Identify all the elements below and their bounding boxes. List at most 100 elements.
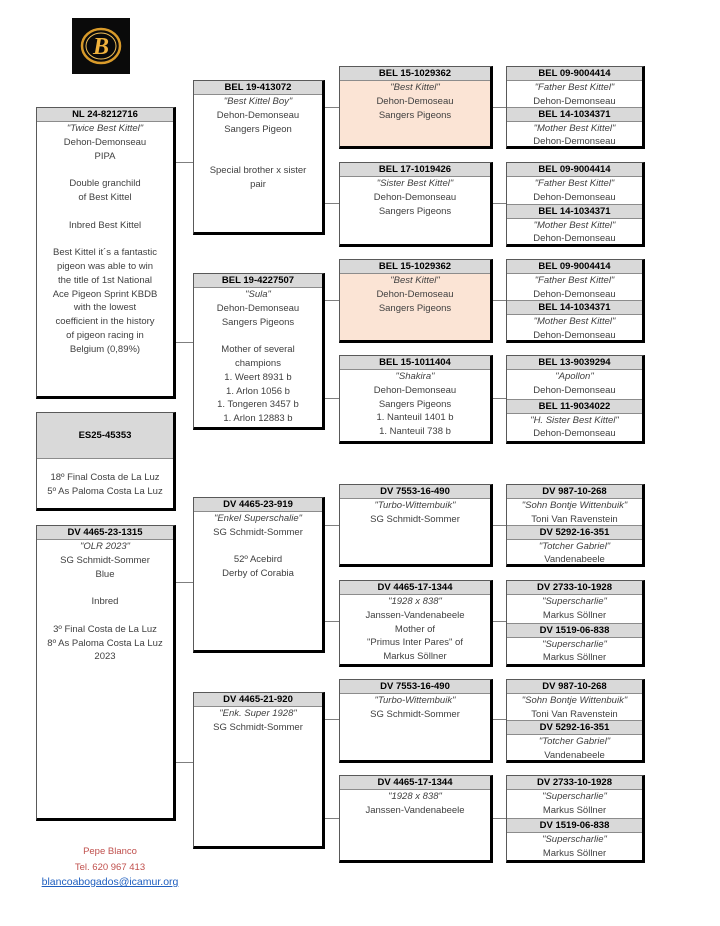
grandparent-card[interactable]: DV 7553-16-490"Turbo-Wittembuik"SG Schmi… [339,679,493,763]
pigeon-detail: Janssen-Vandenabeele [365,609,465,621]
pigeon-detail: SG Schmidt-Sommer [213,526,303,538]
ring-number: BEL 15-1011404 [340,356,490,370]
great-grandparent-card[interactable]: BEL 09-9004414"Father Best Kittel"Dehon-… [506,259,645,343]
pigeon-detail: 1. Arlon 12883 b [223,413,293,425]
pigeon-detail [37,163,173,177]
pigeon-detail [194,136,322,150]
pigeon-detail: Sangers Pigeon [224,123,292,135]
pigeon-detail: Mother of [394,623,436,635]
connector-line [173,342,193,343]
great-grandparent-card[interactable]: BEL 09-9004414"Father Best Kittel"Dehon-… [506,66,645,149]
pigeon-detail: Sangers Pigeons [378,109,452,121]
pigeon-detail [194,150,322,164]
pigeon-name: "Shakira" [395,371,435,382]
ring-number: BEL 17-1019426 [340,163,490,177]
pigeon-detail: 1. Nanteuil 1401 b [376,412,454,424]
ring-number: DV 2733-10-1928 [507,581,642,595]
pigeon-detail: 1. Weert 8931 b [224,371,292,383]
ring-number: DV 7553-16-490 [340,485,490,499]
pigeon-detail: Ace Pigeon Sprint KBDB [52,288,158,300]
pigeon-name: "Sohn Bontje Wittenbuik" [521,695,628,706]
ring-number: BEL 14-1034371 [507,203,642,219]
parent-card[interactable]: DV 4465-23-919"Enkel Superschalie"SG Sch… [193,497,325,653]
pigeon-name: "Enkel Superschalie" [213,513,303,524]
ring-number: DV 5292-16-351 [507,720,642,735]
pigeon-detail: SG Schmidt-Sommer [213,721,303,733]
ring-number: DV 987-10-268 [507,680,642,694]
great-grandparent-entry: DV 1519-06-838"Superscharlie"Markus Söll… [507,622,642,665]
pigeon-detail: Markus Söllner [542,804,607,816]
pigeon-name: "Father Best Kittel" [534,178,615,189]
pigeon-detail: Dehon-Demonseau [533,384,616,396]
grandparent-card[interactable]: BEL 17-1019426"Sister Best Kittel"Dehon-… [339,162,493,247]
pigeon-name: "Superscharlie" [542,596,607,607]
ring-number: DV 2733-10-1928 [507,776,642,790]
pigeon-detail: Dehon-Demonseau [533,95,616,107]
pigeon-detail: Derby of Corabia [222,568,294,580]
pigeon-detail: coefficient in the history [55,316,155,328]
pigeon-detail: 1. Nanteuil 738 b [379,426,451,438]
pigeon-detail: Markus Söllner [383,651,447,663]
dam-pigeon-card[interactable]: DV 4465-23-1315"OLR 2023"SG Schmidt-Somm… [36,525,176,821]
ring-number: DV 4465-21-920 [194,693,322,707]
ring-number: BEL 15-1029362 [340,67,490,81]
pigeon-detail [194,540,322,554]
grandparent-card[interactable]: DV 7553-16-490"Turbo-Wittembuik"SG Schmi… [339,484,493,567]
pigeon-detail: Inbred [91,596,119,608]
great-grandparent-card[interactable]: DV 2733-10-1928"Superscharlie"Markus Söl… [506,580,645,667]
pigeon-detail: Dehon-Demonseau [216,109,300,121]
pigeon-detail: 52º Acebird [233,554,283,566]
great-grandparent-entry: DV 2733-10-1928"Superscharlie"Markus Söl… [507,776,642,818]
parent-card[interactable]: DV 4465-21-920"Enk. Super 1928"SG Schmid… [193,692,325,849]
pigeon-detail: Dehon-Demonseau [216,302,300,314]
great-grandparent-card[interactable]: BEL 09-9004414"Father Best Kittel"Dehon-… [506,162,645,247]
pigeon-detail: of pigeon racing in [66,329,144,341]
parent-card[interactable]: BEL 19-413072"Best Kittel Boy"Dehon-Demo… [193,80,325,235]
pigeon-detail: 1. Tongeren 3457 b [217,399,299,411]
pigeon-detail: pigeon was able to win [56,260,154,272]
grandparent-card[interactable]: DV 4465-17-1344"1928 x 838"Janssen-Vande… [339,580,493,667]
pigeon-detail: 8º As Paloma Costa La Luz [47,637,163,649]
great-grandparent-card[interactable]: DV 987-10-268"Sohn Bontje Wittenbuik"Ton… [506,679,645,763]
great-grandparent-entry: BEL 09-9004414"Father Best Kittel"Dehon-… [507,260,642,300]
ring-number: DV 4465-23-1315 [37,526,173,540]
pigeon-detail: "Primus Inter Pares" of [367,637,463,649]
pigeon-name: "Superscharlie" [542,638,607,650]
ring-number: BEL 09-9004414 [507,260,642,274]
connector-line [173,762,193,763]
pigeon-detail: Dehon-Demonseau [373,384,457,396]
great-grandparent-card[interactable]: DV 987-10-268"Sohn Bontje Wittenbuik"Ton… [506,484,645,567]
contact-name: Pepe Blanco [83,846,137,857]
contact-email-link[interactable]: blancoabogados@icamur.org [41,876,179,888]
pigeon-name: "OLR 2023" [79,541,131,552]
great-grandparent-card[interactable]: DV 2733-10-1928"Superscharlie"Markus Söl… [506,775,645,863]
pigeon-name: "Totcher Gabriel" [538,736,611,747]
pigeon-detail: the title of 1st National [58,274,152,286]
pigeon-detail: pair [250,178,266,190]
ring-number: BEL 19-4227507 [194,274,322,288]
pigeon-detail: Special brother x sister [209,164,307,176]
grandparent-card[interactable]: BEL 15-1029362"Best Kittel"Dehon-Demosea… [339,259,493,343]
subject-pigeon-card[interactable]: NL 24-8212716"Twice Best Kittel"Dehon-De… [36,107,176,399]
svg-text:B: B [92,34,109,60]
pigeon-detail: Markus Söllner [542,652,607,664]
great-grandparent-entry: DV 5292-16-351"Totcher Gabriel"Vandenabe… [507,720,642,760]
grandparent-card[interactable]: DV 4465-17-1344"1928 x 838"Janssen-Vande… [339,775,493,863]
pigeon-detail: SG Schmidt-Sommer [370,708,460,720]
great-grandparent-entry: DV 2733-10-1928"Superscharlie"Markus Söl… [507,581,642,623]
great-grandparent-entry: DV 5292-16-351"Totcher Gabriel"Vandenabe… [507,524,642,564]
pigeon-detail: 3º Final Costa de La Luz [53,623,157,635]
great-grandparent-entry: BEL 11-9034022"H. Sister Best Kittel"Deh… [507,398,642,442]
pigeon-name: "Totcher Gabriel" [538,540,611,552]
grandparent-card[interactable]: BEL 15-1029362"Best Kittel"Dehon-Demosea… [339,66,493,149]
pigeon-detail: Sangers Pigeons [378,398,452,410]
offspring-ring-number: ES25-45353 [37,413,173,459]
ring-number: DV 987-10-268 [507,485,642,499]
ring-number: BEL 09-9004414 [507,67,642,81]
pigeon-detail: Dehon-Demonseau [533,329,616,341]
pigeon-detail: Sangers Pigeons [221,316,295,328]
